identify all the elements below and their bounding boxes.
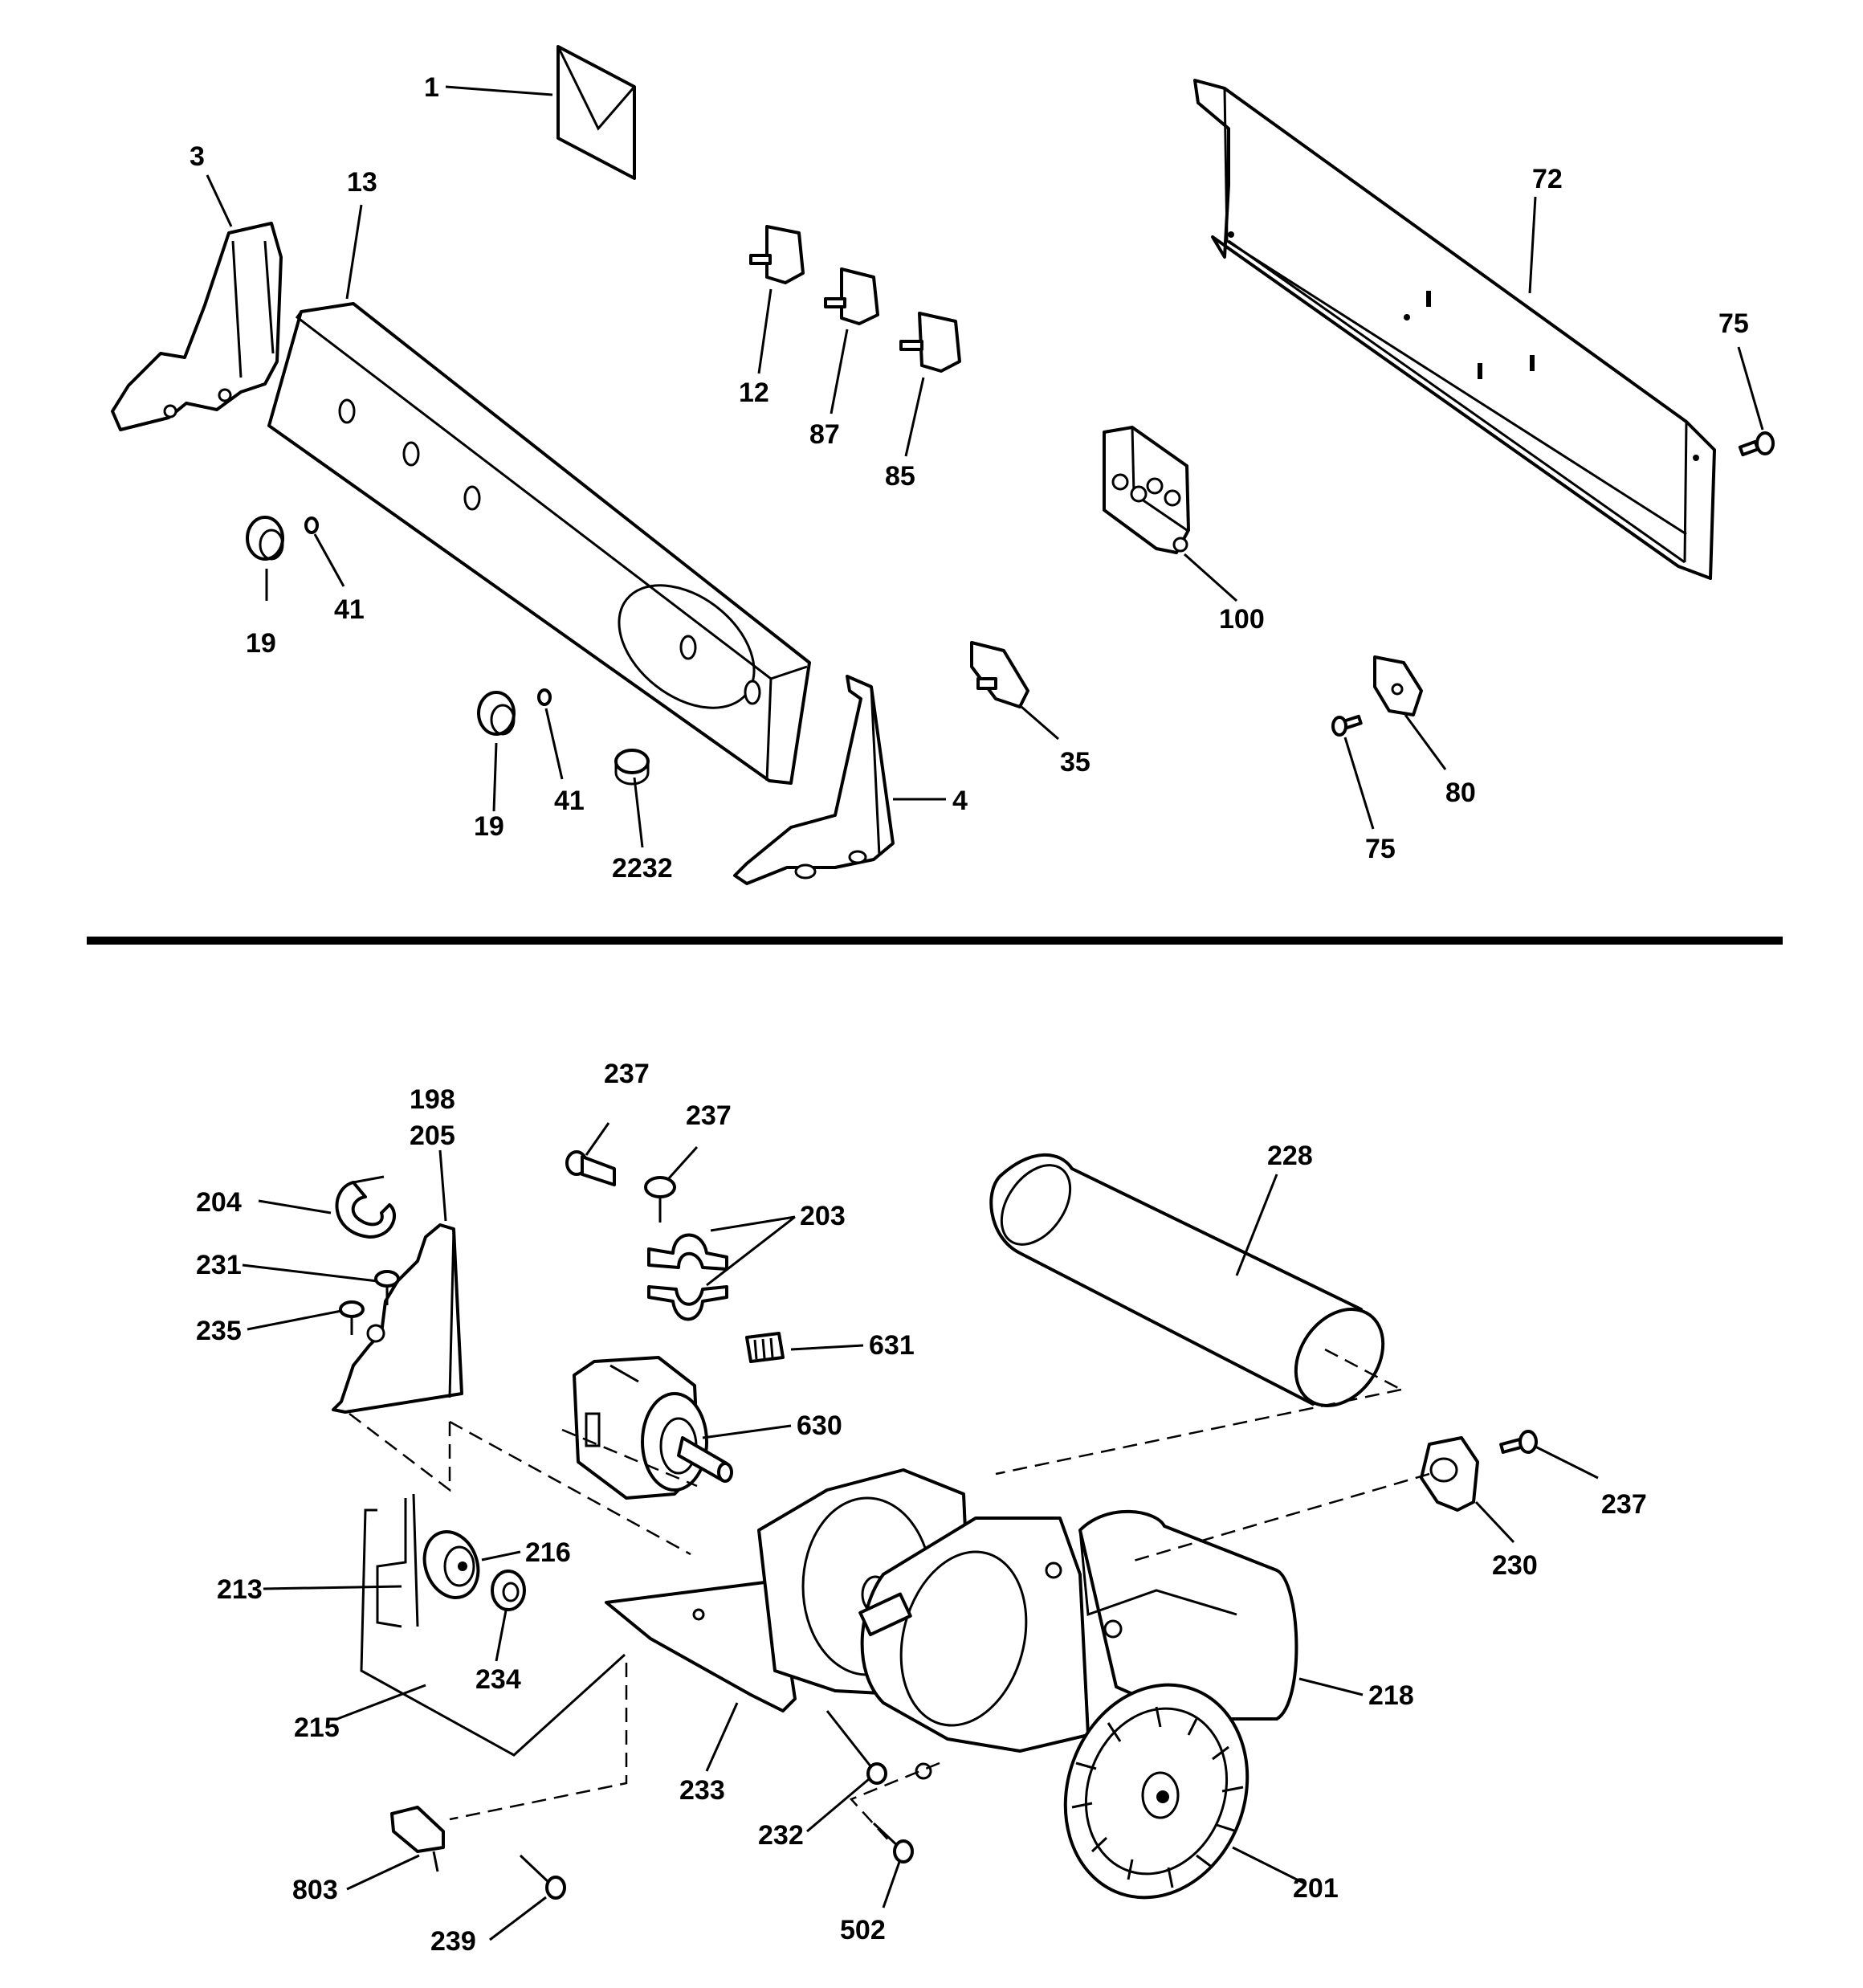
part-1-literature-envelope bbox=[556, 45, 636, 180]
part-72-control-cover bbox=[1193, 79, 1716, 580]
top-leader-lines bbox=[206, 85, 1764, 848]
label-12: 12 bbox=[739, 378, 769, 408]
part-239-screw bbox=[519, 1854, 566, 1900]
part-35-switch bbox=[970, 641, 1029, 708]
part-213-idler-bracket bbox=[376, 1493, 419, 1628]
bottom-labels: 237 237 198 205 204 203 228 231 235 631 … bbox=[196, 1059, 1647, 1957]
part-87-switch bbox=[824, 267, 879, 325]
part-19-knob-lower bbox=[477, 691, 516, 736]
label-230: 230 bbox=[1492, 1550, 1538, 1581]
part-75-screw-upper bbox=[1738, 431, 1775, 457]
part-75-screw-lower bbox=[1331, 714, 1363, 737]
label-205: 205 bbox=[410, 1121, 455, 1151]
label-237-c: 237 bbox=[1601, 1489, 1647, 1520]
part-237-screw-a bbox=[565, 1150, 616, 1186]
label-630: 630 bbox=[797, 1410, 842, 1441]
label-13: 13 bbox=[347, 167, 377, 198]
label-85: 85 bbox=[885, 461, 915, 492]
label-631: 631 bbox=[869, 1330, 915, 1361]
part-631-terminal-block bbox=[745, 1332, 785, 1363]
label-19-upper: 19 bbox=[246, 628, 276, 659]
part-205-bracket bbox=[332, 1223, 463, 1414]
part-19-knob-upper bbox=[246, 516, 284, 561]
label-204: 204 bbox=[196, 1187, 242, 1218]
bottom-leader-lines bbox=[242, 1122, 1599, 1941]
part-232-bolt bbox=[826, 1710, 887, 1785]
part-203-clamp-upper bbox=[647, 1233, 728, 1271]
label-228: 228 bbox=[1267, 1141, 1313, 1171]
label-232: 232 bbox=[758, 1820, 804, 1851]
label-35: 35 bbox=[1060, 747, 1090, 778]
part-234-pulley bbox=[491, 1570, 526, 1611]
label-75-upper: 75 bbox=[1718, 308, 1749, 339]
label-234: 234 bbox=[475, 1664, 521, 1695]
label-502: 502 bbox=[840, 1915, 886, 1945]
part-630-drive-motor bbox=[573, 1356, 733, 1500]
part-215-belt bbox=[360, 1508, 626, 1757]
label-203: 203 bbox=[800, 1201, 846, 1231]
label-239: 239 bbox=[430, 1926, 476, 1957]
part-218-blower-housing bbox=[757, 1468, 1298, 1780]
label-216: 216 bbox=[525, 1537, 571, 1568]
part-2232-button bbox=[614, 749, 650, 786]
label-1: 1 bbox=[424, 72, 439, 103]
part-13-control-panel bbox=[267, 302, 811, 785]
part-100-timer bbox=[1103, 426, 1190, 554]
label-87: 87 bbox=[809, 419, 840, 450]
part-230-thermostat bbox=[1420, 1436, 1479, 1512]
assembly-dash-lines bbox=[349, 1348, 1430, 1844]
part-204-clamp bbox=[335, 1175, 396, 1239]
part-216-idler-pulley bbox=[422, 1530, 480, 1599]
label-75-lower: 75 bbox=[1365, 834, 1396, 864]
part-803-door-switch bbox=[390, 1806, 445, 1872]
part-237-screw-c bbox=[1499, 1430, 1538, 1454]
label-198: 198 bbox=[410, 1084, 455, 1115]
label-41-lower: 41 bbox=[554, 786, 585, 816]
label-237-a: 237 bbox=[604, 1059, 650, 1089]
part-80-bracket bbox=[1373, 655, 1423, 716]
label-80: 80 bbox=[1445, 778, 1476, 808]
part-502-screw bbox=[872, 1822, 914, 1863]
label-233: 233 bbox=[679, 1775, 725, 1806]
part-4-right-end-cap bbox=[733, 675, 895, 885]
part-237-screw-b bbox=[644, 1176, 676, 1223]
part-85-switch bbox=[899, 312, 961, 373]
part-235-screw bbox=[339, 1300, 365, 1335]
part-201-blower-wheel bbox=[1063, 1683, 1249, 1900]
label-213: 213 bbox=[217, 1574, 263, 1605]
part-41-clip-lower bbox=[537, 688, 552, 706]
part-203-clamp-lower bbox=[647, 1285, 728, 1321]
label-231: 231 bbox=[196, 1250, 242, 1280]
label-72: 72 bbox=[1532, 164, 1563, 194]
part-12-switch bbox=[749, 225, 805, 284]
label-218: 218 bbox=[1368, 1680, 1414, 1711]
label-237-b: 237 bbox=[686, 1100, 732, 1131]
label-19-lower: 19 bbox=[474, 811, 504, 842]
part-3-left-end-cap bbox=[111, 222, 283, 431]
label-3: 3 bbox=[190, 141, 205, 172]
part-231-screw bbox=[374, 1270, 400, 1305]
label-100: 100 bbox=[1219, 604, 1265, 635]
part-228-exhaust-duct bbox=[989, 1153, 1385, 1407]
label-4: 4 bbox=[952, 786, 968, 816]
label-215: 215 bbox=[294, 1712, 340, 1743]
label-201: 201 bbox=[1293, 1873, 1339, 1904]
top-labels: 1 3 13 72 75 12 87 85 100 19 41 19 41 22… bbox=[190, 72, 1749, 884]
label-41-upper: 41 bbox=[334, 594, 365, 625]
label-2232: 2232 bbox=[612, 853, 673, 884]
label-803: 803 bbox=[292, 1875, 338, 1905]
section-divider bbox=[87, 937, 1783, 945]
label-235: 235 bbox=[196, 1316, 242, 1346]
part-41-clip-upper bbox=[304, 516, 319, 534]
